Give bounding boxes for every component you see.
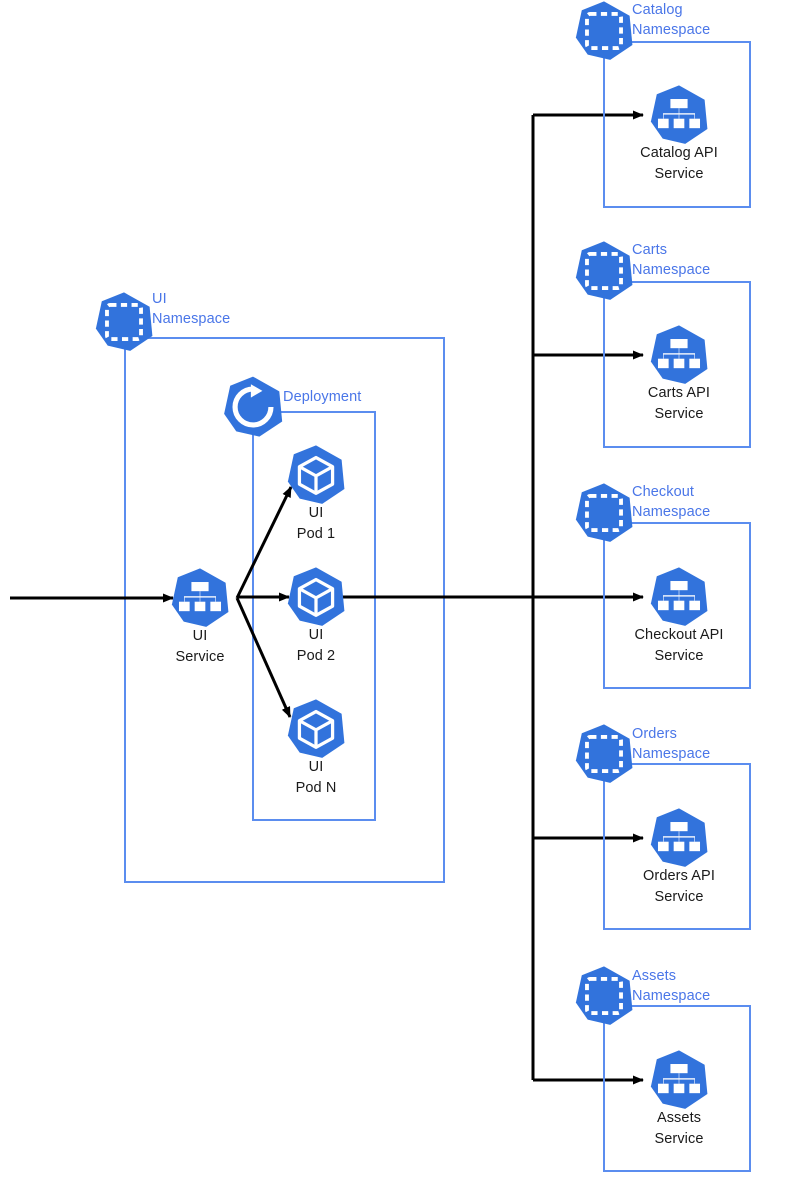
service-icon bbox=[650, 567, 708, 626]
ui-namespace-label: UI Namespace bbox=[152, 291, 231, 327]
namespace-icon bbox=[575, 966, 633, 1025]
ui-pod-1-label: UI Pod 1 bbox=[296, 505, 336, 542]
ui-namespace-box bbox=[124, 337, 445, 883]
assets-namespace-label: Assets Namespace bbox=[632, 968, 711, 1004]
pod-icon bbox=[287, 445, 345, 504]
namespace-icon bbox=[575, 1, 633, 60]
service-to-podn-arrow bbox=[235, 597, 292, 718]
namespace-icon bbox=[575, 241, 633, 300]
service-icon bbox=[650, 1050, 708, 1109]
pod-icon bbox=[287, 567, 345, 626]
service-icon bbox=[650, 85, 708, 144]
namespace-icon bbox=[575, 724, 633, 783]
pod-icon bbox=[287, 699, 345, 758]
deployment-icon bbox=[224, 376, 283, 437]
service-to-pod1-arrow bbox=[235, 486, 293, 599]
checkout-api-service-label: Checkout API Service bbox=[634, 627, 724, 664]
service-icon bbox=[650, 808, 708, 867]
catalog-api-service-label: Catalog API Service bbox=[640, 145, 718, 182]
namespace-icon bbox=[95, 292, 153, 351]
namespace-icon bbox=[575, 483, 633, 542]
assets-service-label: Assets Service bbox=[654, 1110, 704, 1147]
carts-api-service-label: Carts API Service bbox=[647, 385, 711, 422]
deployment-box bbox=[252, 411, 376, 821]
ui-service-label: UI Service bbox=[175, 628, 225, 665]
ui-pod-2-label: UI Pod 2 bbox=[296, 627, 336, 664]
service-icon bbox=[171, 568, 229, 627]
orders-api-service-label: Orders API Service bbox=[643, 868, 715, 905]
service-icon bbox=[650, 325, 708, 384]
catalog-namespace-label: Catalog Namespace bbox=[632, 2, 711, 38]
checkout-namespace-label: Checkout Namespace bbox=[632, 484, 711, 520]
orders-namespace-label: Orders Namespace bbox=[632, 726, 711, 762]
carts-namespace-label: Carts Namespace bbox=[632, 242, 711, 278]
deployment-label: Deployment bbox=[283, 389, 362, 405]
ui-pod-n-label: UI Pod N bbox=[295, 759, 337, 796]
